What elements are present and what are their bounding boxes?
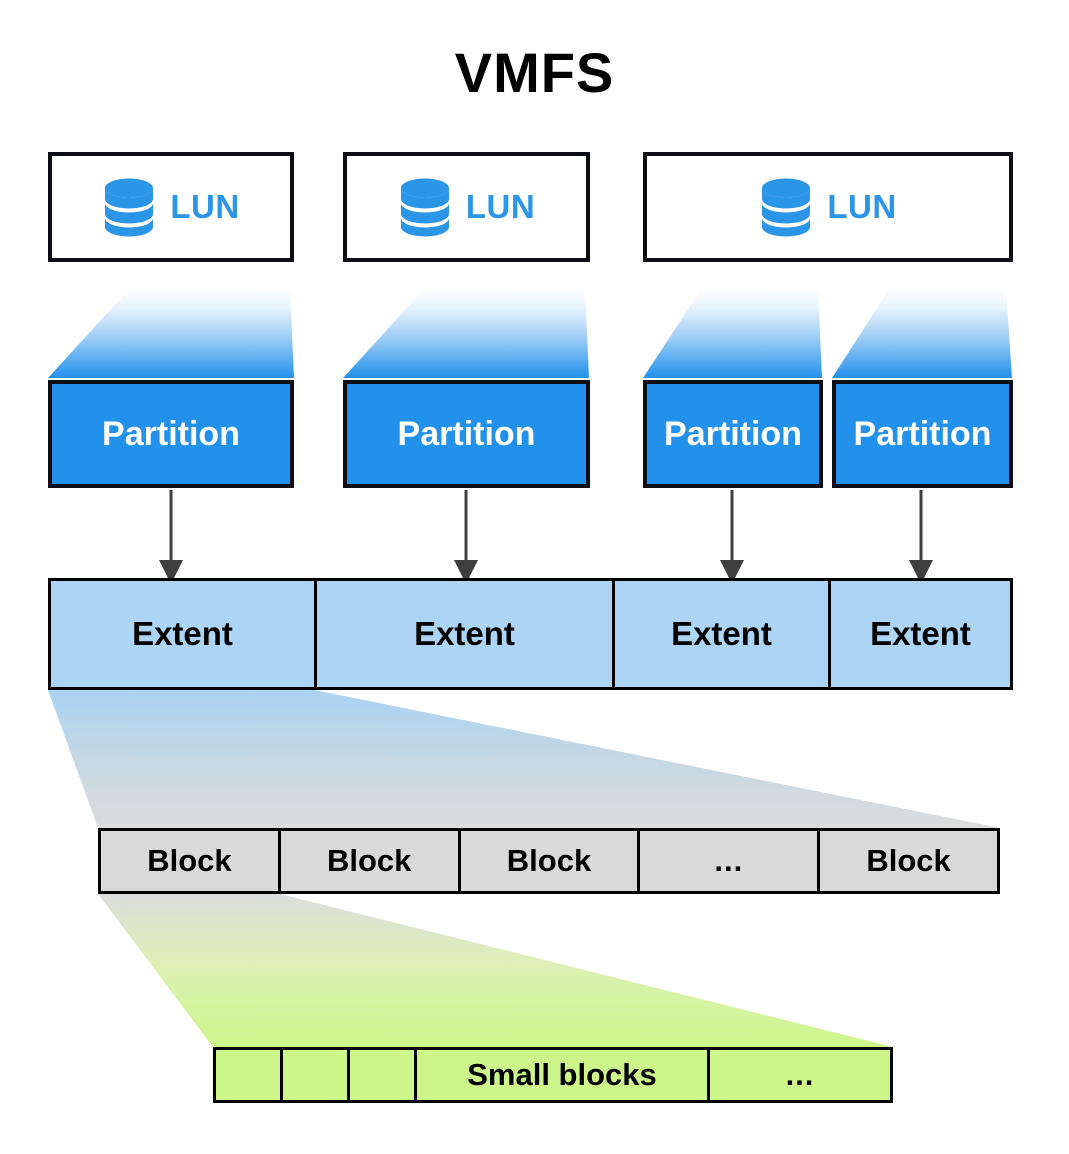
partition-label: Partition <box>397 414 536 453</box>
block-cell[interactable]: Block <box>461 831 641 891</box>
partition-label: Partition <box>853 414 992 453</box>
extent-to-blocks-trapezoid <box>48 690 1000 828</box>
small-block-row: Small blocks ... <box>213 1047 893 1103</box>
extent-box-4[interactable]: Extent <box>828 578 1013 690</box>
small-block-cell[interactable] <box>350 1050 417 1100</box>
extent-label: Extent <box>132 615 233 652</box>
partition-box-3[interactable]: Partition <box>643 380 823 488</box>
partition-label: Partition <box>664 414 802 453</box>
partition-label: Partition <box>102 414 240 453</box>
block-row: Block Block Block ... Block <box>98 828 1000 894</box>
database-icon <box>105 178 154 237</box>
partition-box-2[interactable]: Partition <box>343 380 590 488</box>
block-cell[interactable]: Block <box>866 843 951 878</box>
block-cell-ellipsis[interactable]: ... <box>640 831 821 891</box>
extent-box-2[interactable]: Extent <box>314 578 615 690</box>
lun-box-2[interactable]: LUN <box>343 152 590 262</box>
lun-to-partition-trapezoid-3 <box>643 288 822 378</box>
lun-to-partition-trapezoid-4 <box>832 288 1012 378</box>
lun-label: LUN <box>170 188 240 225</box>
lun-box-1[interactable]: LUN <box>48 152 294 262</box>
small-block-cell[interactable] <box>283 1050 350 1100</box>
extent-label: Extent <box>414 615 515 652</box>
extent-label: Extent <box>870 615 971 652</box>
page-title: VMFS <box>454 41 615 104</box>
small-block-cell-ellipsis[interactable]: ... <box>785 1057 815 1092</box>
small-block-cell[interactable] <box>216 1050 283 1100</box>
block-cell[interactable]: Block <box>281 831 461 891</box>
database-icon <box>400 178 449 237</box>
block-cell[interactable]: Block <box>101 831 281 891</box>
lun-label: LUN <box>465 188 536 225</box>
lun-to-partition-trapezoid-2 <box>343 288 589 378</box>
extent-box-1[interactable]: Extent <box>48 578 317 690</box>
small-block-cell-label[interactable]: Small blocks <box>417 1050 710 1100</box>
database-icon <box>762 178 811 237</box>
block-to-smallblocks-trapezoid <box>98 894 893 1047</box>
partition-box-1[interactable]: Partition <box>48 380 294 488</box>
extent-box-3[interactable]: Extent <box>612 578 831 690</box>
extent-label: Extent <box>671 615 772 652</box>
lun-to-partition-trapezoid-1 <box>48 288 294 378</box>
lun-box-3[interactable]: LUN <box>643 152 1013 262</box>
lun-label: LUN <box>827 188 897 225</box>
partition-box-4[interactable]: Partition <box>832 380 1013 488</box>
